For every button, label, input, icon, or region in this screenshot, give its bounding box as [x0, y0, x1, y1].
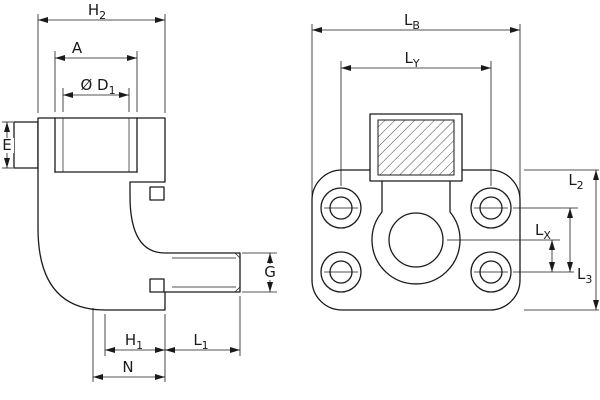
dim-d1: Ø D1 — [62, 76, 130, 112]
bolt-hole-top-right — [470, 187, 512, 229]
chamfer-line — [234, 286, 241, 293]
dim-label-l3: L3 — [577, 265, 592, 286]
dim-label-g: G — [264, 263, 276, 281]
dim-h1: H1 — [104, 314, 166, 382]
dim-label-n: N — [122, 358, 133, 376]
dim-a: A — [54, 39, 138, 112]
dim-label-l1: L1 — [193, 331, 208, 352]
label-backing — [261, 264, 279, 280]
label-backing — [528, 222, 558, 238]
chamfer-line — [234, 252, 241, 259]
dim-l3: L3 — [513, 207, 594, 286]
bolt-hole-top-left — [320, 187, 362, 229]
stem-thread — [172, 252, 241, 293]
dim-label-ly: LY — [404, 49, 419, 70]
dim-lx: LX — [447, 221, 578, 273]
dim-label-d1: Ø D1 — [80, 76, 115, 97]
dim-label-h1: H1 — [125, 331, 143, 352]
front-view: LB LY L2 LX L3 — [311, 11, 599, 311]
side-port-boss — [13, 121, 39, 169]
label-backing — [574, 267, 594, 281]
label-backing — [560, 172, 592, 188]
bolt-hole-bottom-left — [320, 251, 362, 293]
top-port-block — [369, 113, 463, 182]
detail-notch-upper — [149, 186, 165, 201]
dim-n: N — [92, 308, 165, 382]
dim-e: E — [0, 121, 14, 169]
dim-label-e: E — [2, 136, 11, 154]
dim-label-h2: H2 — [88, 1, 106, 22]
dim-label-lx: LX — [535, 221, 551, 242]
dim-label-a: A — [72, 39, 83, 57]
dim-ly: LY — [340, 49, 492, 186]
body-outline — [37, 117, 241, 311]
dim-g: G — [242, 252, 279, 293]
dim-l2: L2 — [524, 169, 599, 311]
label-backing — [0, 138, 14, 153]
dim-lb: LB — [311, 11, 521, 196]
dim-h2: H2 — [37, 1, 166, 113]
top-port-thread — [54, 117, 138, 173]
detail-notch-lower — [149, 278, 165, 293]
dim-label-l2: L2 — [568, 171, 583, 192]
center-bore — [388, 212, 444, 268]
side-view: H2 A Ø D1 E G — [0, 1, 279, 382]
threaded-port-hatch — [377, 119, 455, 176]
dim-l1: L1 — [165, 296, 241, 356]
bolt-hole-bottom-right — [470, 251, 512, 293]
dim-label-lb: LB — [404, 11, 420, 32]
center-boss-contour — [371, 180, 461, 285]
